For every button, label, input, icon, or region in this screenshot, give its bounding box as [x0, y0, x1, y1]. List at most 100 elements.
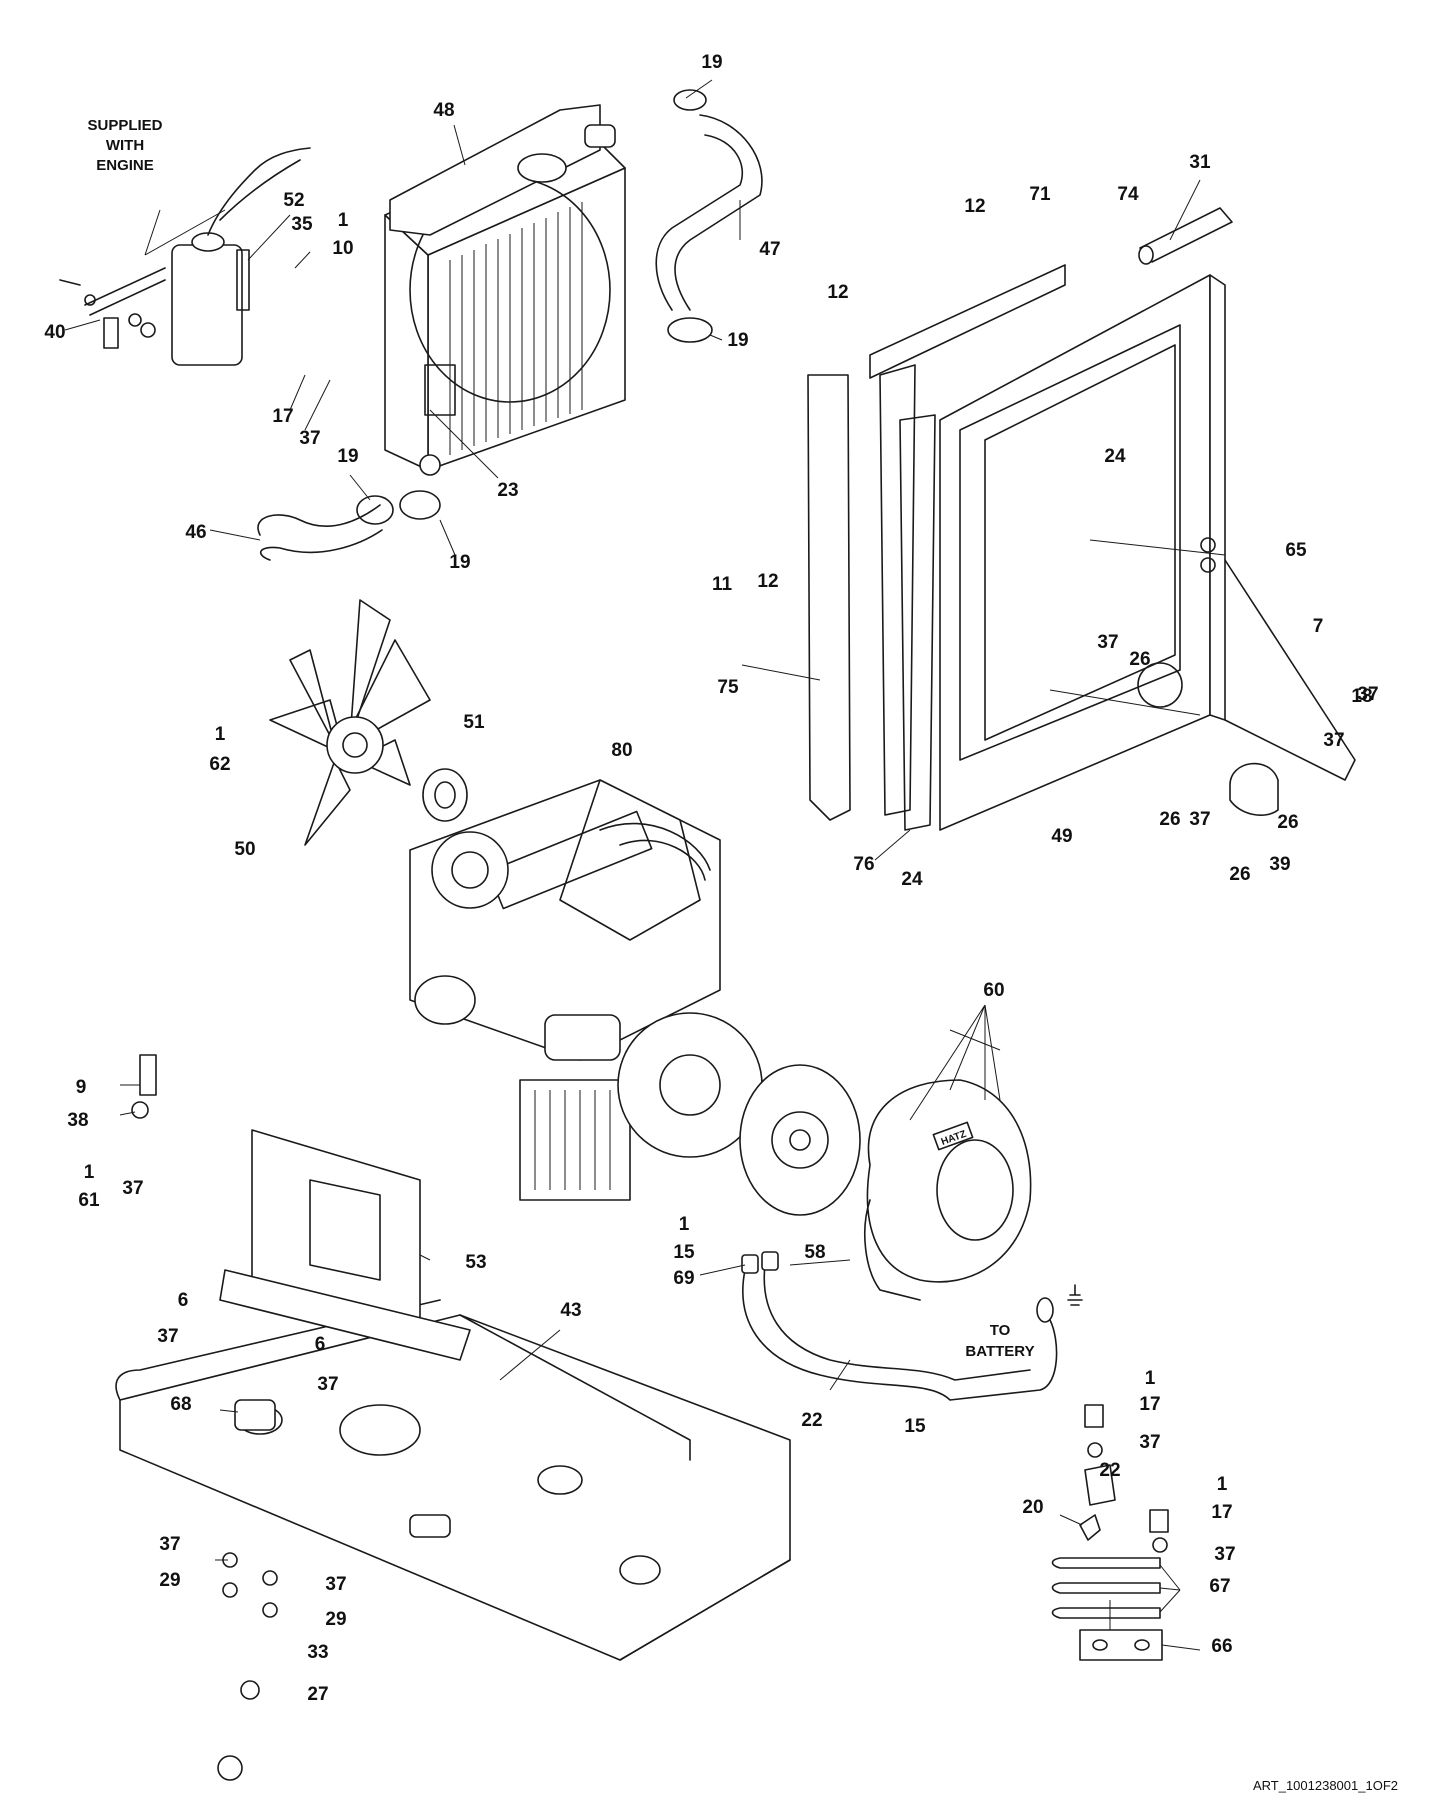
- callout-label: 26: [1229, 864, 1250, 885]
- callout-label: 37: [1139, 1432, 1160, 1453]
- to-battery-line-2: BATTERY: [965, 1343, 1034, 1360]
- callout-label: 24: [1104, 446, 1126, 467]
- air-tube: [1138, 207, 1233, 265]
- callout-label: 37: [325, 1574, 346, 1595]
- callout-label: 37: [157, 1326, 178, 1347]
- callout-label: 33: [307, 1642, 328, 1663]
- callout-label: 37: [159, 1534, 180, 1555]
- seal-strips: [807, 264, 1066, 831]
- callout-label: 17: [1139, 1394, 1160, 1415]
- to-battery-line-1: TO: [990, 1322, 1011, 1339]
- callout-label: 37: [122, 1178, 143, 1199]
- callout-label: 67: [1209, 1576, 1230, 1597]
- callout-label: 15: [673, 1242, 695, 1263]
- callout-label: 1: [1145, 1368, 1156, 1389]
- callout-label: 76: [853, 854, 874, 875]
- callout-label: 52: [283, 190, 304, 211]
- callout-label: 50: [234, 839, 255, 860]
- fan-spacer: [422, 768, 468, 822]
- callout-label: 1: [338, 210, 349, 231]
- callout-label: 29: [159, 1570, 180, 1591]
- battery-cables: [741, 1251, 1083, 1401]
- supplied-with-engine-note: SUPPLIED WITH ENGINE: [87, 117, 162, 174]
- callout-label: 22: [801, 1410, 822, 1431]
- callout-label: 51: [463, 712, 485, 733]
- lower-hose: [257, 490, 441, 561]
- coolant-reservoir: [171, 147, 311, 366]
- callout-label: 19: [727, 330, 748, 351]
- support-bracket: [219, 1129, 471, 1361]
- callout-label: 27: [307, 1684, 328, 1705]
- callout-label: 1: [1217, 1474, 1228, 1495]
- callout-label: 10: [332, 238, 353, 259]
- callout-label: 37: [317, 1374, 338, 1395]
- callout-label: 37: [1323, 730, 1344, 751]
- callout-label: 26: [1129, 649, 1150, 670]
- callout-label: 37: [1357, 684, 1378, 705]
- callout-label: 68: [170, 1394, 191, 1415]
- callout-label: 6: [315, 1334, 326, 1355]
- callout-label: 31: [1189, 152, 1211, 173]
- callout-label: 58: [804, 1242, 825, 1263]
- callout-label: 19: [337, 446, 358, 467]
- note-line-2: WITH: [106, 137, 144, 154]
- bell-housing: HATZ: [864, 1079, 1032, 1301]
- callout-label: 22: [1099, 1460, 1120, 1481]
- callout-label: 15: [904, 1416, 926, 1437]
- callout-label: 49: [1051, 826, 1072, 847]
- callout-label: 69: [673, 1268, 694, 1289]
- callout-label: 62: [209, 754, 230, 775]
- callout-label: 37: [1214, 1544, 1235, 1565]
- callout-label: 80: [611, 740, 632, 761]
- upper-hose: [655, 89, 763, 343]
- callout-label: 71: [1029, 184, 1051, 205]
- rubber-mount: [234, 1399, 451, 1538]
- air-scoop: [1229, 762, 1279, 816]
- callout-label: 26: [1277, 812, 1298, 833]
- callout-label: 11: [712, 574, 733, 595]
- engine: [409, 779, 763, 1201]
- callout-label: 37: [299, 428, 320, 449]
- callout-label: 9: [76, 1077, 87, 1098]
- callout-label: 47: [759, 239, 780, 260]
- callout-label: 1: [84, 1162, 95, 1183]
- leader-lines: [64, 79, 1226, 1651]
- callout-label: 1: [679, 1214, 690, 1235]
- hardware: [131, 1054, 1169, 1781]
- to-battery-note: TO BATTERY: [965, 1322, 1034, 1360]
- callout-label: 40: [44, 322, 65, 343]
- callout-label: 65: [1285, 540, 1307, 561]
- radiator: [384, 104, 626, 476]
- callout-label: 53: [465, 1252, 486, 1273]
- coupling-plate: [739, 1064, 861, 1216]
- callout-label: 12: [964, 196, 985, 217]
- callout-label: 75: [717, 677, 739, 698]
- callout-label: 74: [1117, 184, 1139, 205]
- callout-label: 38: [67, 1110, 88, 1131]
- callout-label: 66: [1211, 1636, 1232, 1657]
- callout-label: 37: [1097, 632, 1118, 653]
- callout-label: 29: [325, 1609, 346, 1630]
- callout-label: 48: [433, 100, 454, 121]
- callout-label: 37: [1189, 809, 1210, 830]
- shims: [1051, 1557, 1163, 1661]
- note-line-1: SUPPLIED: [87, 117, 162, 134]
- callout-label: 35: [291, 214, 313, 235]
- callout-label: 60: [983, 980, 1004, 1001]
- callout-label: 1: [215, 724, 226, 745]
- note-line-3: ENGINE: [96, 157, 154, 174]
- callout-label: 7: [1313, 616, 1324, 637]
- callout-label: 39: [1269, 854, 1290, 875]
- callout-label: 43: [560, 1300, 581, 1321]
- callout-label: 19: [449, 552, 470, 573]
- callout-label: 12: [827, 282, 848, 303]
- callout-label: 17: [1211, 1502, 1232, 1523]
- callout-label: 19: [701, 52, 722, 73]
- callout-label: 17: [272, 406, 293, 427]
- fan-shroud-panel: [939, 274, 1356, 831]
- callout-label: 46: [185, 522, 206, 543]
- callout-label: 24: [901, 869, 923, 890]
- callout-label: 6: [178, 1290, 189, 1311]
